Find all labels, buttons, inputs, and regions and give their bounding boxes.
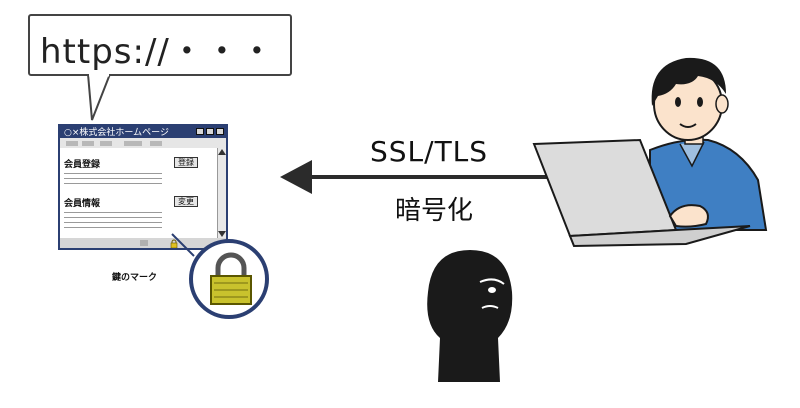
arrow-shaft (305, 175, 553, 179)
hair (651, 57, 726, 106)
user-illustration (532, 57, 768, 248)
browser-statusbar (60, 238, 226, 248)
row-label-register: 会員登録 (64, 160, 101, 170)
browser-window: ○×株式会社ホームページ 会員登録 登録 会員情報 変更 (58, 124, 228, 250)
register-button[interactable]: 登録 (174, 157, 198, 168)
scroll-up-icon[interactable] (218, 149, 226, 155)
url-text: https://・・・ (40, 32, 275, 72)
status-chip (140, 240, 148, 246)
zoom-connector (171, 233, 195, 257)
close-button[interactable] (216, 128, 224, 135)
toolbar-chip (82, 141, 94, 146)
text-line (64, 178, 162, 179)
arrow-head-icon (280, 160, 312, 194)
change-button[interactable]: 変更 (174, 196, 198, 207)
toolbar-chip (100, 141, 112, 146)
text-line (64, 217, 162, 218)
text-line (64, 222, 162, 223)
speech-bubble (28, 14, 292, 76)
browser-toolbar (60, 138, 226, 148)
text-line (64, 183, 162, 184)
toolbar-chip (66, 141, 78, 146)
laptop-base (568, 225, 751, 248)
row-label-info: 会員情報 (64, 199, 101, 209)
toolbar-chip (124, 141, 142, 146)
lock-caption: 鍵のマーク (112, 273, 158, 283)
protocol-label: SSL/TLS (370, 135, 489, 168)
hand (668, 204, 709, 228)
text-line (64, 227, 162, 228)
scroll-down-icon[interactable] (218, 231, 226, 237)
speech-bubble-tail (86, 74, 112, 121)
small-lock-icon (170, 239, 178, 248)
encryption-label: 暗号化 (395, 196, 474, 226)
text-line (64, 212, 162, 213)
scrollbar[interactable] (217, 148, 226, 240)
text-line (64, 173, 162, 174)
browser-titlebar: ○×株式会社ホームページ (60, 126, 226, 138)
maximize-button[interactable] (206, 128, 214, 135)
minimize-button[interactable] (196, 128, 204, 135)
eavesdropper-silhouette (427, 250, 513, 382)
padlock-icon (210, 252, 252, 305)
toolbar-chip (150, 141, 162, 146)
browser-title: ○×株式会社ホームページ (64, 128, 169, 138)
